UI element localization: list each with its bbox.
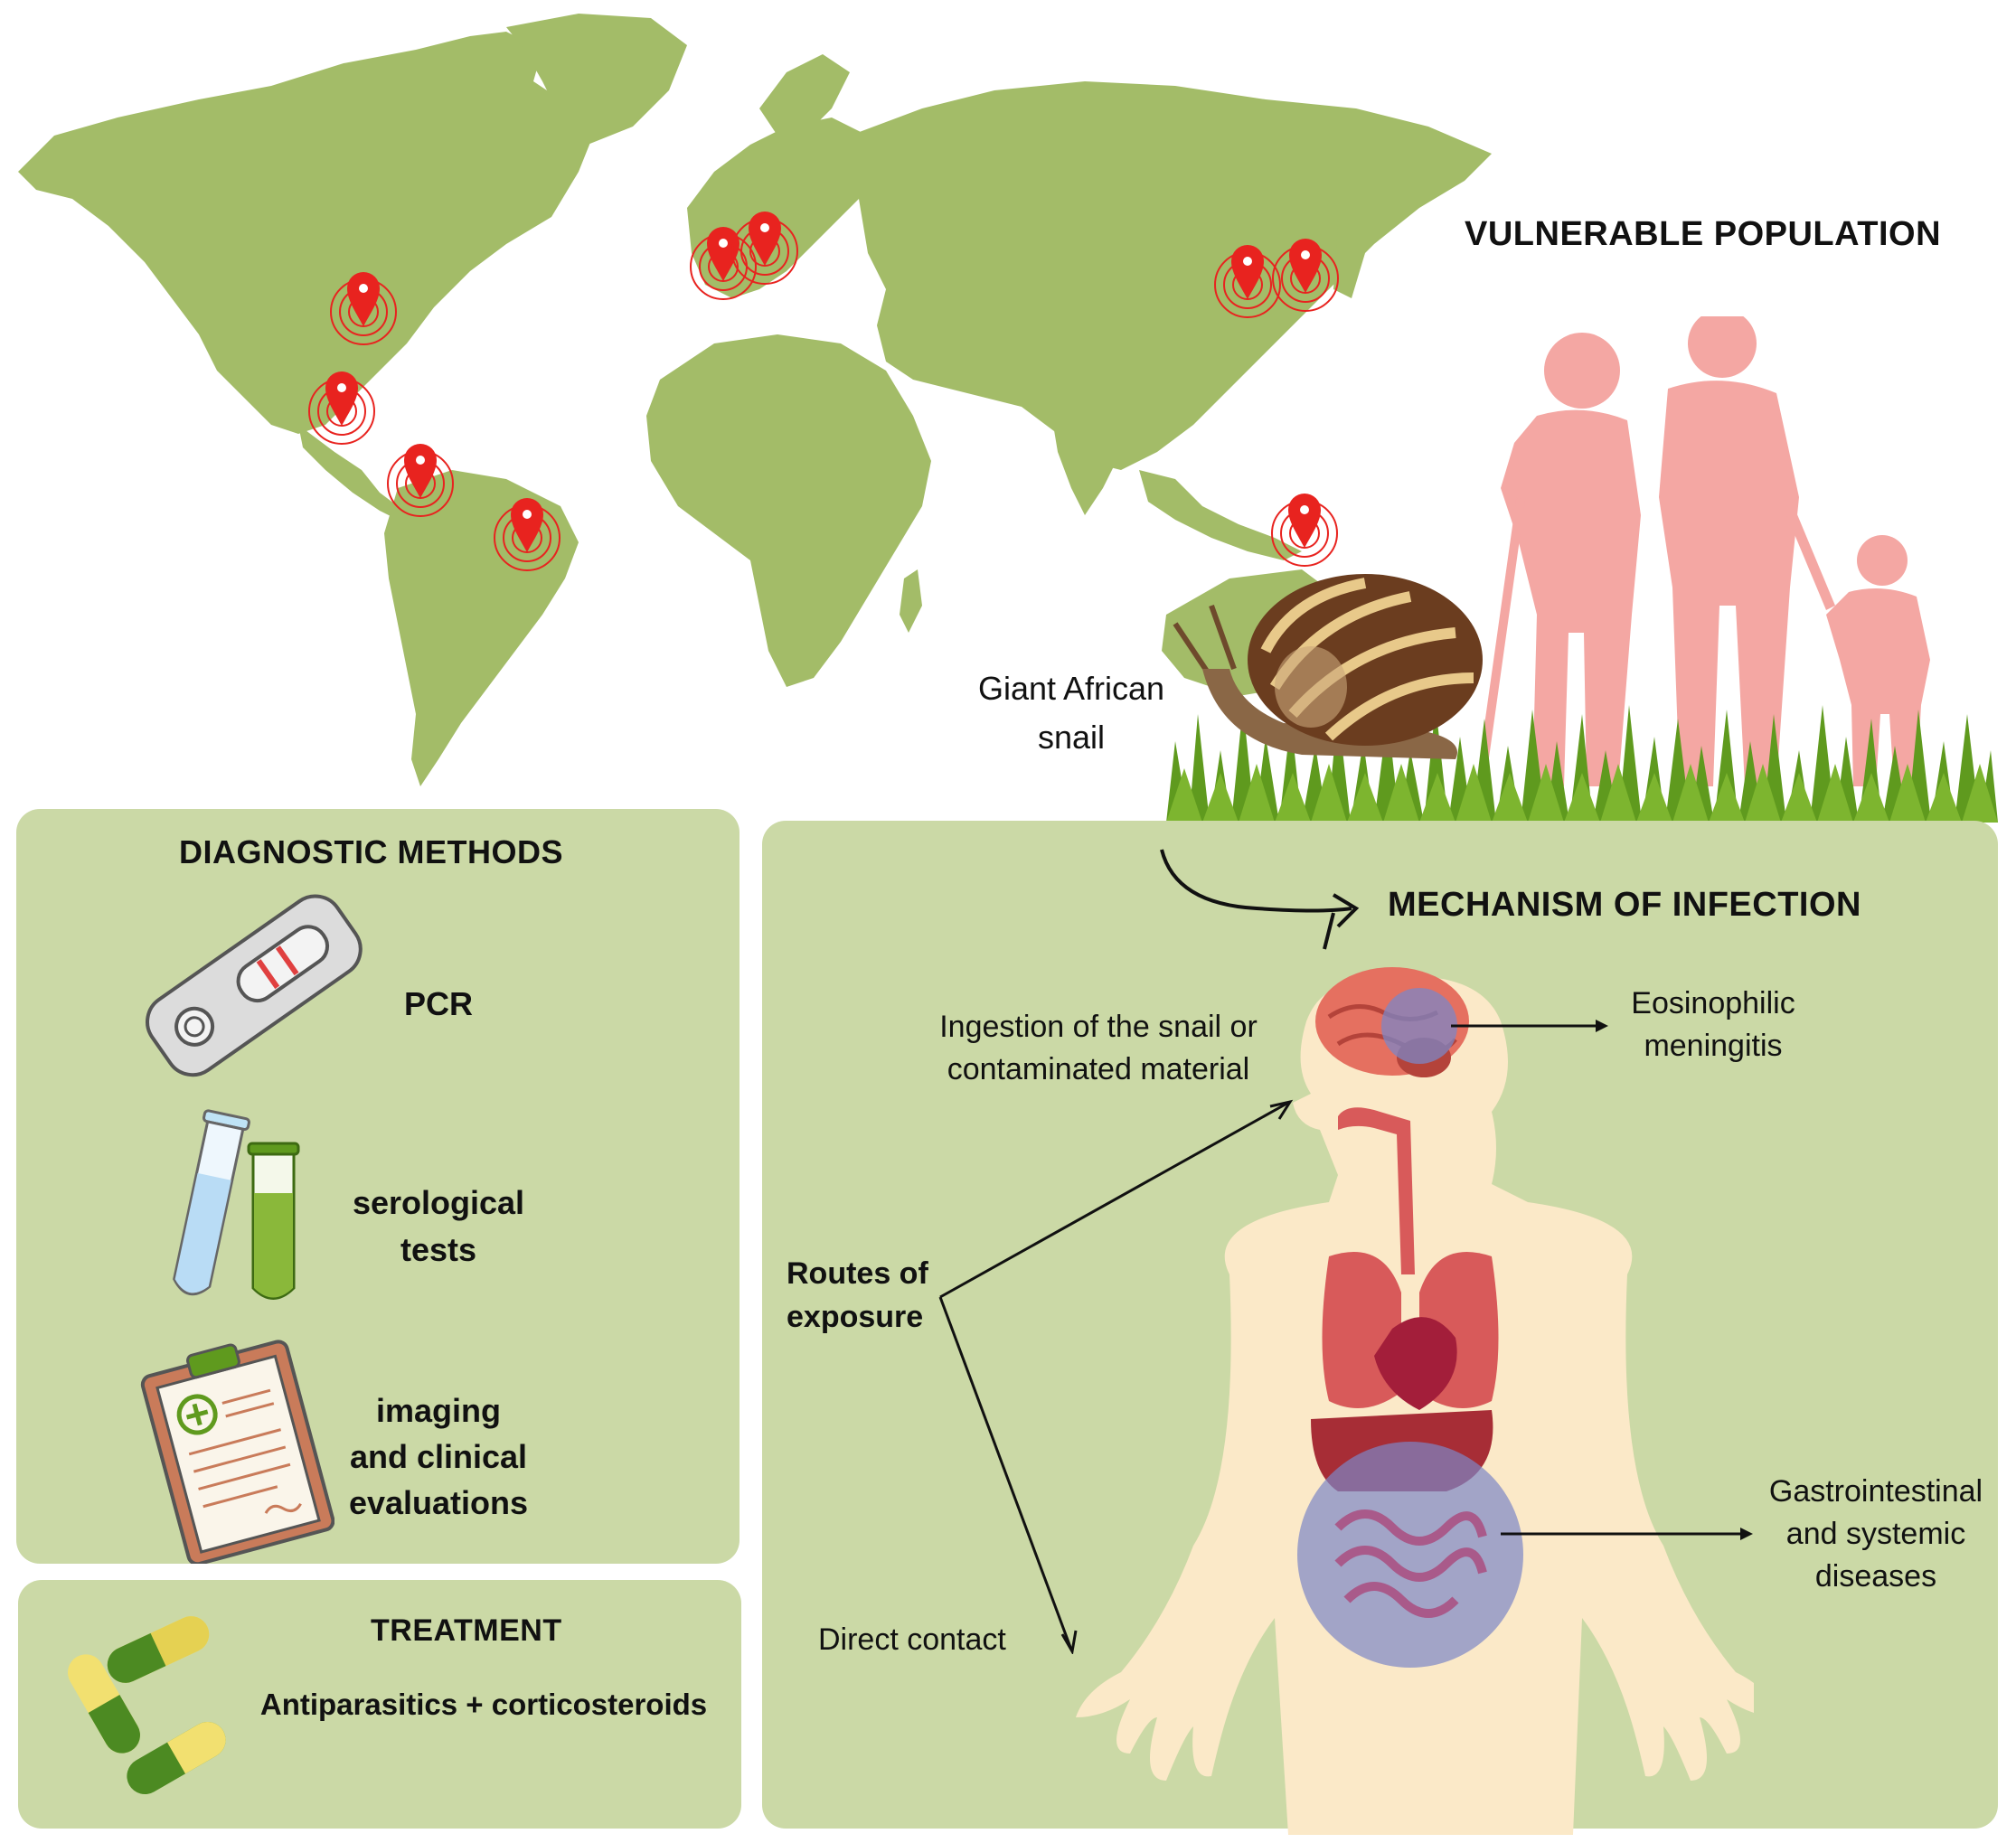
clipboard-icon xyxy=(140,1340,334,1564)
world-map xyxy=(18,14,1492,786)
gastrointestinal-diseases-label: Gastrointestinal and systemic diseases xyxy=(1749,1471,2002,1598)
marker-china xyxy=(1214,245,1281,318)
routes-of-exposure-label: Routes of exposure xyxy=(787,1252,949,1339)
serological-label-line1: serological xyxy=(352,1184,525,1221)
snail-label-line2: snail xyxy=(1037,719,1106,756)
japan-landmass xyxy=(1333,208,1365,298)
grass-strip xyxy=(1166,705,1998,823)
asia-landmass xyxy=(850,81,1492,470)
eosinophilic-label-line2: meningitis xyxy=(1644,1029,1783,1063)
marker-pacific xyxy=(1271,494,1338,567)
marker-brazil xyxy=(494,498,561,571)
direct-contact-label: Direct contact xyxy=(818,1622,1006,1657)
ingestion-label: Ingestion of the snail or contaminated m… xyxy=(904,1006,1293,1091)
curved-arrow xyxy=(1160,849,1360,950)
marker-central-america xyxy=(308,371,375,445)
treatment-text: Antiparasitics + corticosteroids xyxy=(259,1688,708,1721)
ingestion-label-line1: Ingestion of the snail or xyxy=(939,1010,1258,1044)
vulnerable-population-heading: VULNERABLE POPULATION xyxy=(1465,215,1942,253)
north-america-landmass xyxy=(18,32,597,434)
routes-label-line1: Routes of xyxy=(787,1256,928,1291)
scandinavia-landmass xyxy=(759,54,850,136)
pills-icon xyxy=(68,1616,226,1794)
serological-label: serological tests xyxy=(325,1180,551,1274)
intestine-to-gi-arrow xyxy=(1501,1528,1753,1540)
greenland-landmass xyxy=(506,14,687,145)
snail-label: Giant African snail xyxy=(940,664,1202,762)
serological-tubes-icon xyxy=(173,1109,300,1300)
africa-landmass xyxy=(646,334,931,687)
brain-to-meningitis-arrow xyxy=(1451,1020,1608,1032)
eosinophilic-label-line1: Eosinophilic xyxy=(1631,986,1795,1020)
human-body-illustration xyxy=(1076,976,1754,1835)
routes-arrows xyxy=(938,1099,1294,1654)
gi-label-line2: and systemic xyxy=(1785,1517,1966,1551)
india-landmass xyxy=(1049,398,1130,515)
marker-colombia xyxy=(387,444,454,517)
marker-europe-central xyxy=(731,212,798,285)
diagnostic-methods-panel xyxy=(16,809,740,1564)
routes-label-line2: exposure xyxy=(787,1300,924,1334)
giant-african-snail-illustration xyxy=(1173,574,1483,759)
eosinophilic-meningitis-label: Eosinophilic meningitis xyxy=(1609,983,1817,1067)
marker-japan xyxy=(1272,239,1339,312)
serological-label-line2: tests xyxy=(400,1231,477,1268)
snail-label-line1: Giant African xyxy=(977,670,1165,707)
mechanism-heading: MECHANISM OF INFECTION xyxy=(1388,886,1861,924)
imaging-label-line2: and clinical xyxy=(349,1438,528,1475)
south-america-landmass xyxy=(384,470,579,786)
central-america-landmass xyxy=(298,425,416,524)
madagascar-landmass xyxy=(900,569,922,633)
gi-label-line1: Gastrointestinal xyxy=(1768,1474,1983,1509)
pcr-label: PCR xyxy=(403,985,473,1022)
marker-north-america xyxy=(330,272,397,345)
treatment-heading: TREATMENT xyxy=(371,1613,562,1648)
family-silhouette xyxy=(1483,316,1930,786)
diagnostic-methods-heading: DIAGNOSTIC METHODS xyxy=(179,833,564,870)
imaging-label-line1: imaging xyxy=(375,1392,501,1429)
ingestion-label-line2: contaminated material xyxy=(947,1052,1250,1086)
brain-illustration xyxy=(1315,967,1469,1077)
southeast-asia-islands xyxy=(1139,470,1302,560)
gi-label-line3: diseases xyxy=(1814,1559,1937,1594)
imaging-label: imaging and clinical evaluations xyxy=(321,1387,556,1526)
location-markers xyxy=(308,212,1339,571)
imaging-label-line3: evaluations xyxy=(348,1484,529,1521)
pcr-test-icon xyxy=(146,894,363,1077)
